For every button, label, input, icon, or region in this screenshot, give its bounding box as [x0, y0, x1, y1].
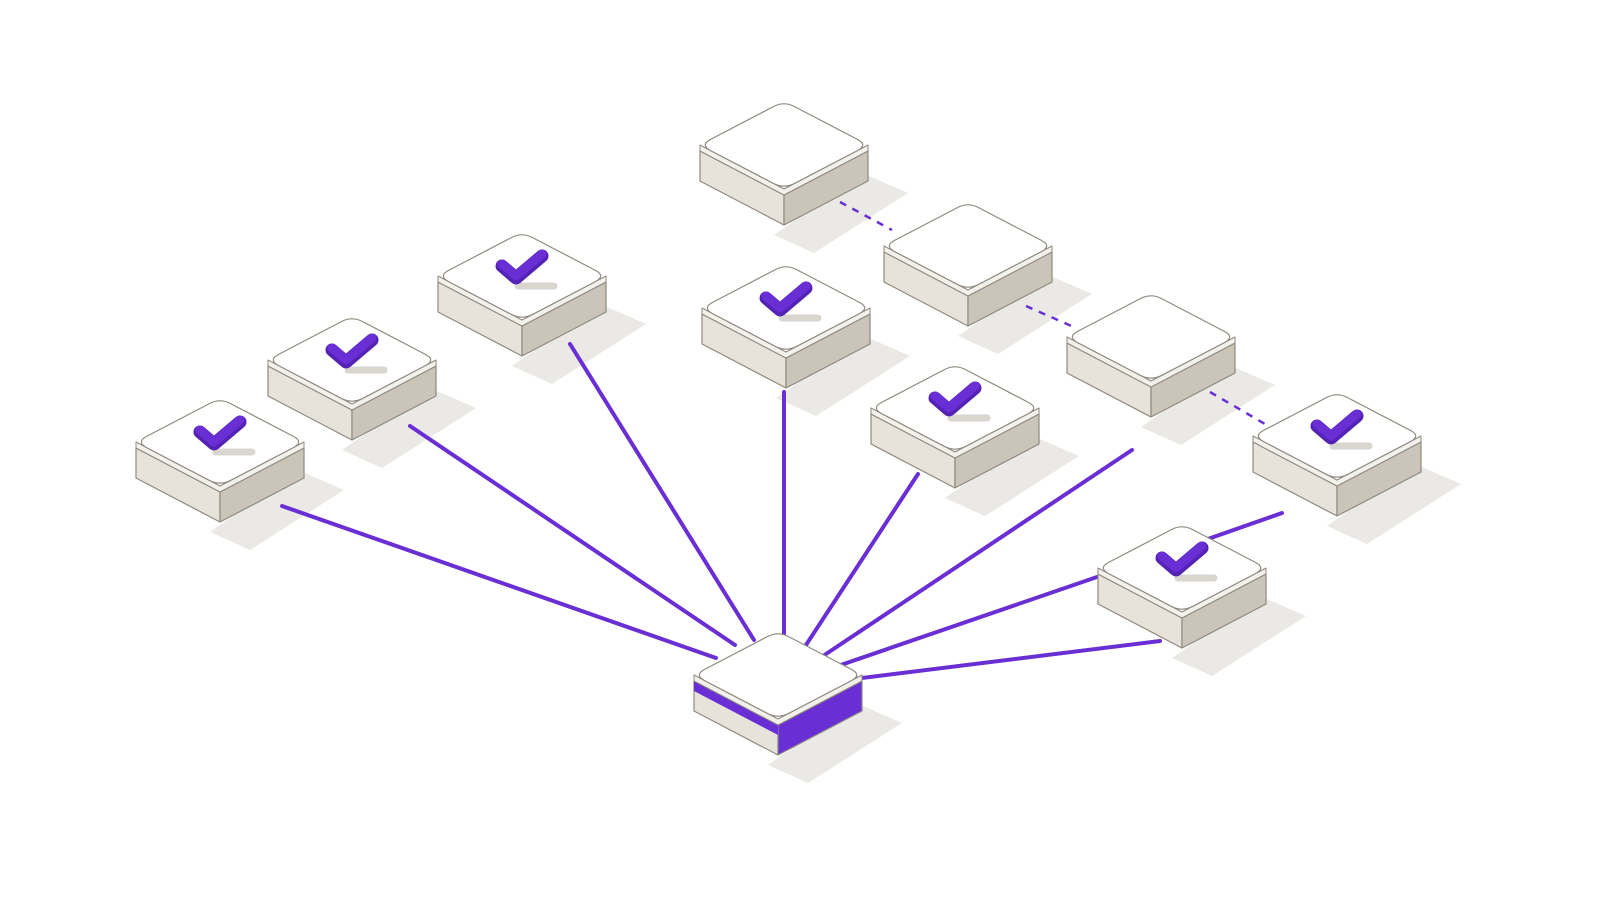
checkmark-icon: [1310, 409, 1373, 450]
node-left-3[interactable]: [437, 234, 607, 357]
node-center[interactable]: [701, 266, 871, 389]
solid-link-6: [818, 448, 1134, 660]
solid-link-8: [844, 639, 1162, 682]
node-center-shadow: [776, 336, 910, 416]
hub-node-accent-band: [694, 681, 778, 735]
hub-node-lip: [693, 674, 863, 726]
node-chain-3-lip: [1066, 336, 1236, 388]
solid-link-7: [830, 575, 1099, 670]
node-chain-1-lip: [699, 144, 869, 196]
dashed-link-2: [1025, 304, 1077, 330]
node-chain-3[interactable]: [1066, 295, 1236, 418]
node-left-1-lip: [135, 441, 305, 493]
node-far-right[interactable]: [1252, 394, 1422, 517]
node-far-right-lip: [1252, 435, 1422, 487]
checkmark-icon: [325, 333, 388, 374]
node-lower-right-lip: [1097, 567, 1267, 619]
shadows-layer: [210, 173, 1461, 783]
links-layer: [280, 200, 1284, 682]
node-left-1[interactable]: [135, 400, 305, 523]
node-chain-2-lip: [883, 245, 1053, 297]
node-lower-right-shadow: [1172, 596, 1306, 676]
node-left-2[interactable]: [267, 318, 437, 441]
node-center-right-shadow: [945, 436, 1079, 516]
node-left-2-shadow: [342, 388, 476, 468]
checkmark-icon: [1155, 541, 1218, 582]
node-center-right[interactable]: [870, 366, 1040, 489]
tiles-layer: [135, 103, 1422, 756]
dashed-link-1: [839, 200, 893, 232]
hub-node-shadow: [768, 703, 902, 783]
solid-link-3: [568, 342, 756, 642]
checkmark-icon: [193, 415, 256, 456]
node-chain-1-shadow: [774, 173, 908, 253]
node-chain-1[interactable]: [699, 103, 869, 226]
solid-link-9: [1203, 511, 1284, 542]
node-chain-1-top-face: [704, 103, 864, 187]
node-left-3-shadow: [512, 304, 646, 384]
solid-link-2: [408, 424, 737, 647]
node-far-right-shadow: [1327, 464, 1461, 544]
node-center-right-lip: [870, 407, 1040, 459]
solid-link-5: [802, 472, 920, 650]
node-left-2-lip: [267, 359, 437, 411]
node-chain-2-top-face: [888, 204, 1048, 288]
checkmark-icon: [928, 381, 991, 422]
node-chain-3-shadow: [1141, 365, 1275, 445]
solid-link-1: [280, 504, 718, 660]
checkmark-icon: [495, 249, 558, 290]
node-chain-2[interactable]: [883, 204, 1053, 327]
checkmark-icon: [759, 281, 822, 322]
node-chain-3-top-face: [1071, 295, 1231, 379]
node-lower-right[interactable]: [1097, 526, 1267, 649]
node-chain-2-shadow: [958, 274, 1092, 354]
hub-node-top-face: [698, 633, 858, 717]
node-left-1-shadow: [210, 470, 344, 550]
hub-node[interactable]: [693, 633, 863, 756]
dashed-link-3: [1209, 390, 1266, 426]
node-center-lip: [701, 307, 871, 359]
node-left-3-lip: [437, 275, 607, 327]
